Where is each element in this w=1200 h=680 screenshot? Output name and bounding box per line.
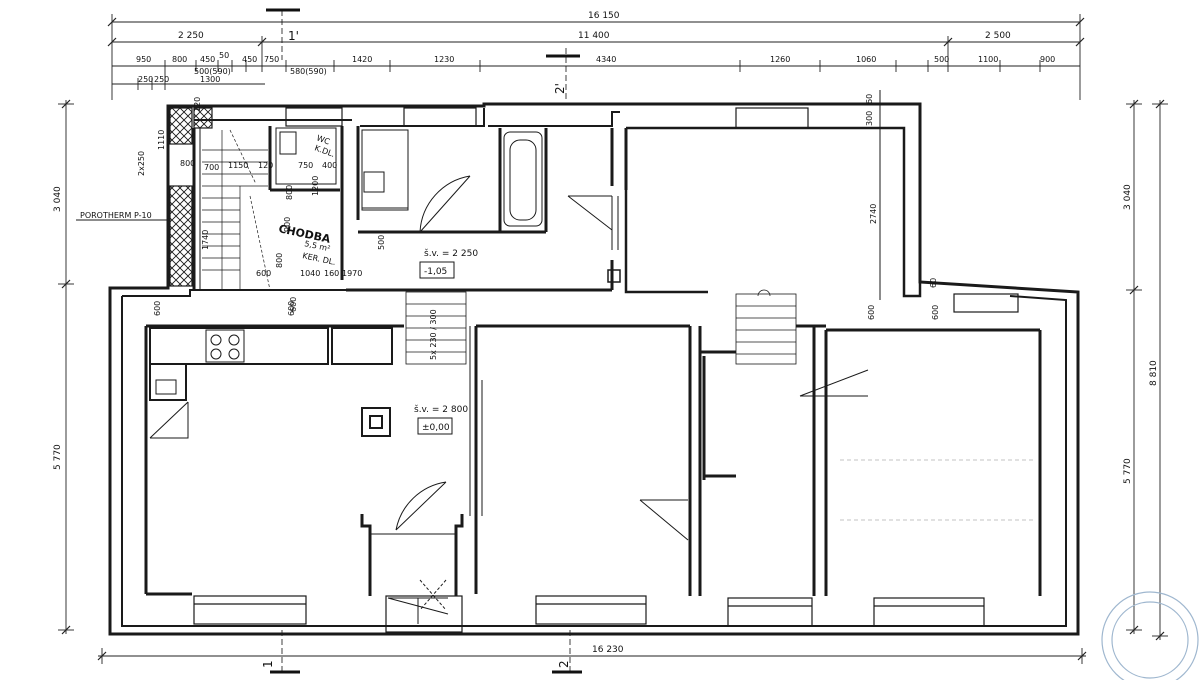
dim-right-total: 8 810 — [1149, 360, 1159, 386]
svg-text:1060: 1060 — [856, 55, 876, 64]
section-mark-top-2: 2' — [546, 48, 580, 100]
label-corridor-floor: KER. DL. — [302, 251, 337, 267]
label-level-upper: -1,05 — [424, 267, 447, 277]
svg-text:900: 900 — [283, 217, 292, 232]
level-main-box — [417, 417, 453, 435]
dim-interior-2740: 2740 — [869, 204, 878, 224]
svg-text:2x250: 2x250 — [137, 151, 146, 176]
label-level-upper-sv: š.v. = 2 250 — [424, 248, 478, 259]
label-stair-note-left: 1740 — [201, 230, 210, 250]
section-mark-top-1: 1' — [266, 8, 300, 60]
svg-text:1420: 1420 — [352, 55, 372, 64]
svg-text:800: 800 — [180, 159, 195, 168]
svg-text:580(590): 580(590) — [290, 67, 327, 76]
svg-text:750: 750 — [264, 55, 279, 64]
svg-text:600: 600 — [289, 297, 298, 312]
svg-text:1100: 1100 — [978, 55, 998, 64]
svg-text:750: 750 — [298, 161, 313, 170]
svg-text:500: 500 — [377, 235, 386, 250]
hatched-wall-top — [169, 107, 193, 145]
svg-text:1: 1 — [261, 660, 275, 668]
bottom-dimension-line — [97, 648, 1087, 664]
level-upper-box — [419, 261, 455, 279]
svg-text:800: 800 — [172, 55, 187, 64]
svg-text:160: 160 — [324, 269, 339, 278]
dim-interior-60-r: 60 — [929, 278, 938, 288]
dim-top-left-group: 2 250 — [178, 31, 204, 41]
svg-text:120: 120 — [258, 161, 273, 170]
svg-text:1150: 1150 — [228, 161, 248, 170]
dim-interior-600-left: 600 — [153, 301, 162, 316]
label-level-main: ±0,00 — [422, 423, 450, 433]
exterior-walls — [108, 102, 1080, 636]
dim-bottom-total: 16 230 — [592, 645, 624, 655]
label-stair-small: 5x 230 / 300 — [429, 309, 438, 360]
dim-interior-600-mid: 600 — [287, 301, 296, 316]
dim-left-lower: 5 770 — [53, 444, 63, 470]
top-dimension-lines — [107, 14, 1085, 100]
stamp-seal — [1101, 591, 1199, 680]
corridor-dims: 1150 120 750 400 800 1200 900 600 800 10… — [228, 161, 386, 278]
svg-text:250: 250 — [138, 75, 153, 84]
left-stair-dims: 2x250 1110 800 120 700 600 — [137, 97, 298, 312]
svg-text:1300: 1300 — [200, 75, 220, 84]
section-mark-bottom-2: 2 — [552, 630, 582, 674]
svg-text:700: 700 — [204, 163, 219, 172]
section-mark-bottom-1: 1 — [261, 630, 300, 674]
hatched-wall-small — [193, 107, 213, 129]
label-porotherm: POROTHERM P-10 — [80, 211, 152, 220]
dim-top-right-group: 2 500 — [985, 31, 1011, 41]
dim-top-row3: 950 800 450 50 450 750 1420 1230 4340 12… — [136, 51, 1055, 84]
svg-text:450: 450 — [200, 55, 215, 64]
svg-text:1200: 1200 — [311, 176, 320, 196]
svg-text:1230: 1230 — [434, 55, 454, 64]
dim-interior-600-r2: 600 — [931, 305, 940, 320]
dim-interior-600-right: 600 — [867, 305, 876, 320]
svg-text:400: 400 — [322, 161, 337, 170]
svg-text:600: 600 — [256, 269, 271, 278]
svg-text:800: 800 — [275, 253, 284, 268]
dim-top-total: 16 150 — [588, 11, 620, 21]
svg-text:800: 800 — [285, 185, 294, 200]
label-wc-sub: K.DL. — [313, 143, 336, 159]
svg-text:1': 1' — [288, 29, 299, 43]
svg-text:120: 120 — [193, 97, 202, 112]
svg-text:500: 500 — [934, 55, 949, 64]
svg-text:950: 950 — [136, 55, 151, 64]
svg-text:1970: 1970 — [342, 269, 362, 278]
svg-text:250: 250 — [154, 75, 169, 84]
dim-top-middle-group: 11 400 — [578, 31, 610, 41]
svg-text:2: 2 — [557, 660, 571, 668]
main-floor-partitions — [144, 90, 1042, 633]
svg-text:900: 900 — [1040, 55, 1055, 64]
left-dimension-lines — [58, 99, 74, 635]
svg-text:500(590): 500(590) — [194, 67, 231, 76]
upper-wing-partitions — [192, 126, 797, 365]
bathtub — [503, 131, 543, 227]
dim-interior-60: 60 — [865, 94, 874, 104]
label-wc: WC — [315, 133, 331, 146]
svg-text:50: 50 — [219, 51, 229, 60]
svg-text:4340: 4340 — [596, 55, 616, 64]
dim-interior-300: 300 — [865, 111, 874, 126]
svg-text:1110: 1110 — [157, 130, 166, 150]
dim-right-lower: 5 770 — [1123, 458, 1133, 484]
svg-text:450: 450 — [242, 55, 257, 64]
label-level-main-sv: š.v. = 2 800 — [414, 404, 468, 415]
right-dimension-lines — [1126, 99, 1168, 641]
svg-text:1260: 1260 — [770, 55, 790, 64]
dim-left-upper: 3 040 — [53, 186, 63, 212]
dim-right-upper: 3 040 — [1123, 184, 1133, 210]
hatched-wall-side — [169, 185, 193, 287]
svg-text:2': 2' — [553, 83, 567, 94]
svg-text:1040: 1040 — [300, 269, 320, 278]
